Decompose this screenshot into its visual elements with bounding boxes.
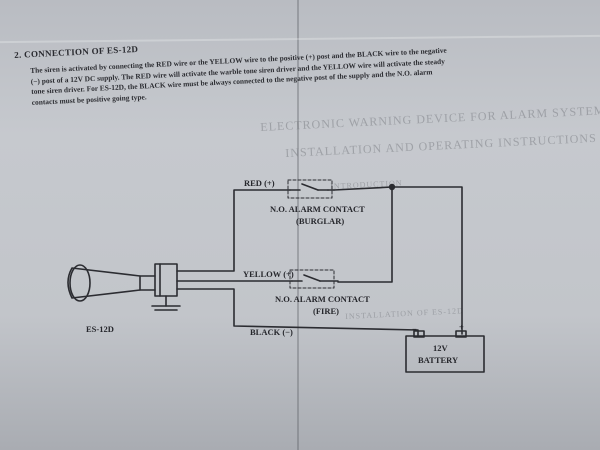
- battery-pos-terminal: [455, 330, 467, 338]
- yellow-wire-label: YELLOW (+): [243, 269, 294, 279]
- burglar-contact-label-1: N.O. ALARM CONTACT: [270, 204, 365, 214]
- battery-neg-terminal: [413, 330, 425, 338]
- burglar-switch-housing: [287, 179, 333, 199]
- fire-switch-blade: [303, 274, 321, 282]
- paper-fold-vertical: [297, 0, 299, 450]
- battery-positive-sign: +: [459, 322, 464, 332]
- battery-body: [405, 335, 485, 373]
- fire-switch-housing: [289, 269, 335, 289]
- battery-voltage: 12V: [433, 343, 449, 353]
- black-wire: [176, 288, 419, 337]
- siren-driver-box: [154, 263, 178, 297]
- burglar-switch-blade: [301, 183, 319, 191]
- siren-model-label: ES-12D: [86, 324, 114, 334]
- black-wire-label: BLACK (−): [250, 327, 293, 337]
- fire-contact-label-1: N.O. ALARM CONTACT: [275, 294, 370, 304]
- horn-mouth: [69, 264, 91, 302]
- red-wire: [176, 189, 291, 272]
- battery-label: BATTERY: [418, 355, 458, 365]
- red-wire-label: RED (+): [244, 178, 275, 188]
- burglar-return-wire: [333, 186, 393, 283]
- horn-bell: [67, 267, 141, 299]
- fire-contact-label-2: (FIRE): [313, 306, 339, 316]
- burglar-contact-label-2: (BURGLAR): [296, 216, 344, 226]
- mount-base: [151, 305, 181, 311]
- battery-negative-sign: −: [412, 324, 417, 334]
- positive-lead: [391, 186, 463, 335]
